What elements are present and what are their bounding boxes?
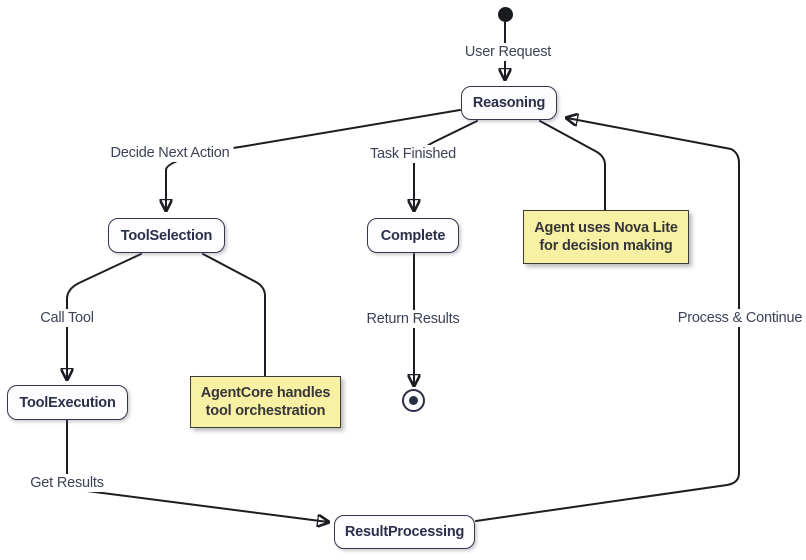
edge-toolselection-to-agentcore-note (202, 253, 266, 377)
state-resultprocessing: ResultProcessing (334, 515, 475, 549)
state-complete-label: Complete (380, 227, 446, 244)
edge-toolselection-to-toolexecution (67, 253, 142, 379)
end-state-inner-dot (409, 396, 418, 405)
note-nova-lite-line2: for decision making (539, 238, 673, 254)
note-agentcore-line1: AgentCore handles (200, 384, 331, 401)
state-resultprocessing-label: ResultProcessing (344, 524, 465, 540)
edge-reasoning-to-nova-note (539, 120, 606, 211)
edge-label-decide-next-action: Decide Next Action (106, 144, 234, 162)
note-agentcore: AgentCore handles tool orchestration (190, 376, 341, 428)
edge-label-call-tool: Call Tool (36, 309, 98, 327)
edge-toolexecution-to-resultprocessing (66, 419, 328, 522)
note-nova-lite-line1: Agent uses Nova Lite (534, 219, 678, 236)
edge-reasoning-to-complete (414, 120, 478, 210)
note-agentcore-line2: tool orchestration (205, 403, 326, 419)
start-state-dot (498, 7, 513, 22)
state-toolselection-label: ToolSelection (120, 227, 213, 244)
edge-label-task-finished: Task Finished (365, 145, 461, 163)
state-toolexecution: ToolExecution (7, 385, 128, 420)
state-reasoning: Reasoning (461, 86, 557, 120)
edge-label-get-results: Get Results (26, 474, 108, 492)
edge-label-process-continue: Process & Continue (673, 309, 806, 327)
state-reasoning-label: Reasoning (472, 95, 546, 111)
state-toolselection: ToolSelection (108, 218, 225, 253)
state-complete: Complete (367, 218, 459, 253)
note-nova-lite: Agent uses Nova Lite for decision making (523, 210, 689, 264)
state-toolexecution-label: ToolExecution (19, 394, 116, 411)
edge-label-return-results: Return Results (362, 310, 464, 328)
end-state-icon (402, 389, 425, 412)
edge-label-user-request: User Request (460, 43, 556, 61)
